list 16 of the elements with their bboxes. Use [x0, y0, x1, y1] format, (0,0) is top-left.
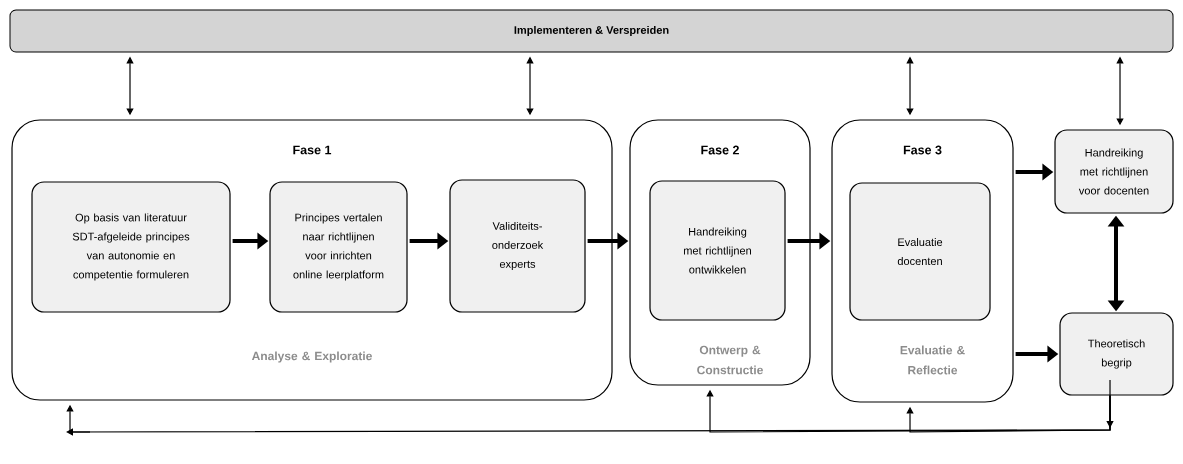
arrow: [906, 395, 1111, 433]
banner-box: Implementeren & Verspreiden: [9, 9, 1174, 53]
phase-heading: Fase 2: [701, 145, 739, 155]
process-box: Validiteits-onderzoek experts: [449, 179, 586, 313]
process-box: Evaluatie docenten: [849, 182, 991, 321]
phase-heading: Fase 1: [293, 145, 332, 155]
phase-subtitle: Evaluatie & Reflectie: [900, 345, 965, 375]
process-box: Handreiking met richtlijnen ontwikkelen: [649, 180, 786, 321]
process-box: Handreiking met richtlijnen voor docenten: [1054, 129, 1174, 214]
process-box: Principes vertalen naar richtlijnen voor inrichten online leerplatform: [269, 181, 408, 313]
arrow: [66, 379, 1114, 436]
phase-heading: Fase 3: [903, 145, 942, 155]
process-box: Theoretisch begrip: [1059, 312, 1174, 396]
process-box: Op basis van literatuur SDT-afgeleide principes van autonomie en competentie formuleren: [31, 181, 231, 313]
phase-subtitle: Analyse & Exploratie: [251, 351, 372, 363]
phase-subtitle: Ontwerp & Constructie: [697, 345, 763, 375]
